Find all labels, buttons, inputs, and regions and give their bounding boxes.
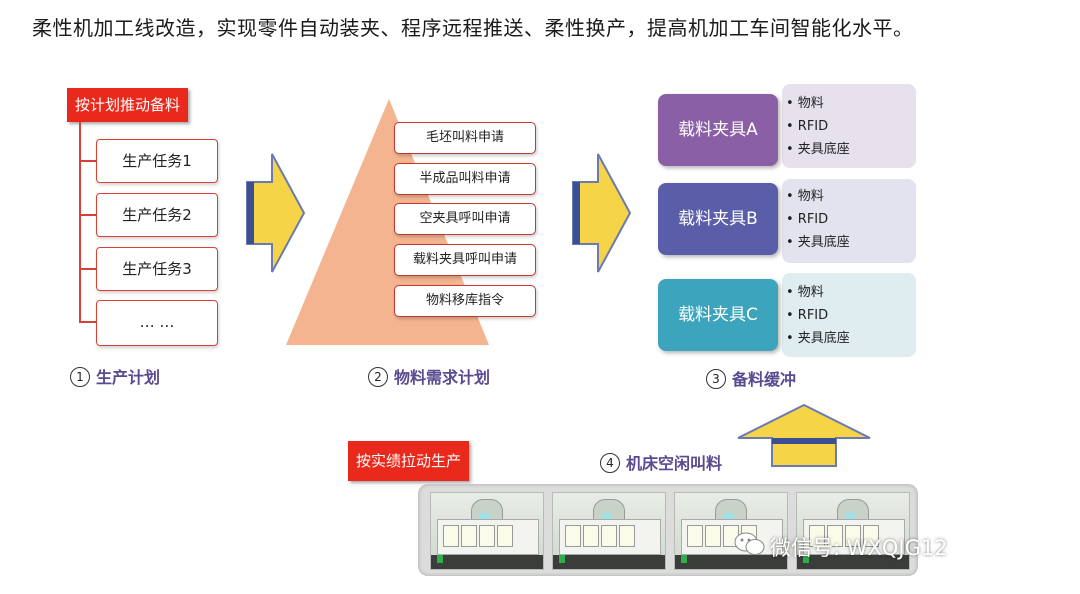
step-2-number: 2	[368, 367, 388, 387]
tree-branch	[79, 160, 96, 162]
request-item-4: 载料夹具呼叫申请	[394, 244, 536, 276]
tree-branch	[79, 214, 96, 216]
fixture-c: 载料夹具C	[658, 279, 778, 351]
step-1-label: 1 生产计划	[70, 364, 160, 388]
fixture-b-item: • 物料	[786, 189, 824, 204]
fixture-a-list: • 物料 • RFID • 夹具底座	[786, 92, 850, 161]
fixture-c-panel	[782, 273, 916, 357]
fixture-b: 载料夹具B	[658, 183, 778, 255]
step-2-text: 物料需求计划	[394, 368, 491, 387]
step-4-text: 机床空闲叫料	[626, 454, 723, 473]
machine-tool	[430, 492, 544, 570]
watermark-text: 微信号: WXQJG12	[770, 536, 948, 560]
right-arrow-icon	[572, 153, 632, 273]
task-box-3: 生产任务3	[96, 247, 218, 291]
tree-trunk	[79, 122, 81, 322]
task-box-more: … …	[96, 300, 218, 346]
fixture-a-item: • 夹具底座	[786, 142, 850, 157]
step-1-number: 1	[70, 367, 90, 387]
fixture-b-list: • 物料 • RFID • 夹具底座	[786, 185, 850, 254]
tree-branch	[79, 268, 96, 270]
request-item-2: 半成品叫料申请	[394, 163, 536, 195]
fixture-b-panel	[782, 179, 916, 263]
up-arrow-icon	[737, 403, 871, 467]
request-item-3: 空夹具呼叫申请	[394, 203, 536, 235]
step-1-text: 生产计划	[96, 368, 161, 387]
fixture-b-item: • 夹具底座	[786, 235, 850, 250]
tree-branch	[79, 321, 96, 323]
fixture-c-item: • 夹具底座	[786, 331, 850, 346]
fixture-c-item: • RFID	[786, 308, 829, 323]
pyramid-shape	[286, 99, 489, 345]
step-4-label: 4 机床空闲叫料	[600, 450, 722, 474]
step-3-text: 备料缓冲	[732, 370, 797, 389]
machine-tools-image	[418, 484, 918, 576]
fixture-c-item: • 物料	[786, 285, 824, 300]
machine-tool	[796, 492, 910, 570]
pull-production-tag: 按实绩拉动生产	[348, 441, 470, 481]
page-title: 柔性机加工线改造，实现零件自动装夹、程序远程推送、柔性换产，提高机加工车间智能化…	[32, 16, 914, 40]
wechat-icon	[734, 532, 765, 555]
right-arrow-icon	[246, 153, 306, 273]
fixture-a-item: • RFID	[786, 119, 829, 134]
task-box-1: 生产任务1	[96, 139, 218, 183]
request-item-1: 毛坯叫料申请	[394, 122, 536, 154]
request-item-5: 物料移库指令	[394, 285, 536, 317]
task-box-2: 生产任务2	[96, 193, 218, 237]
machine-tool	[552, 492, 666, 570]
step-3-number: 3	[706, 369, 726, 389]
fixture-c-list: • 物料 • RFID • 夹具底座	[786, 281, 850, 350]
fixture-b-item: • RFID	[786, 212, 829, 227]
fixture-a-panel	[782, 84, 916, 168]
step-4-number: 4	[600, 453, 620, 473]
fixture-a-item: • 物料	[786, 96, 824, 111]
fixture-a: 载料夹具A	[658, 94, 778, 166]
plan-push-tag: 按计划推动备料	[67, 88, 189, 122]
step-3-label: 3 备料缓冲	[706, 366, 796, 390]
step-2-label: 2 物料需求计划	[368, 364, 490, 388]
